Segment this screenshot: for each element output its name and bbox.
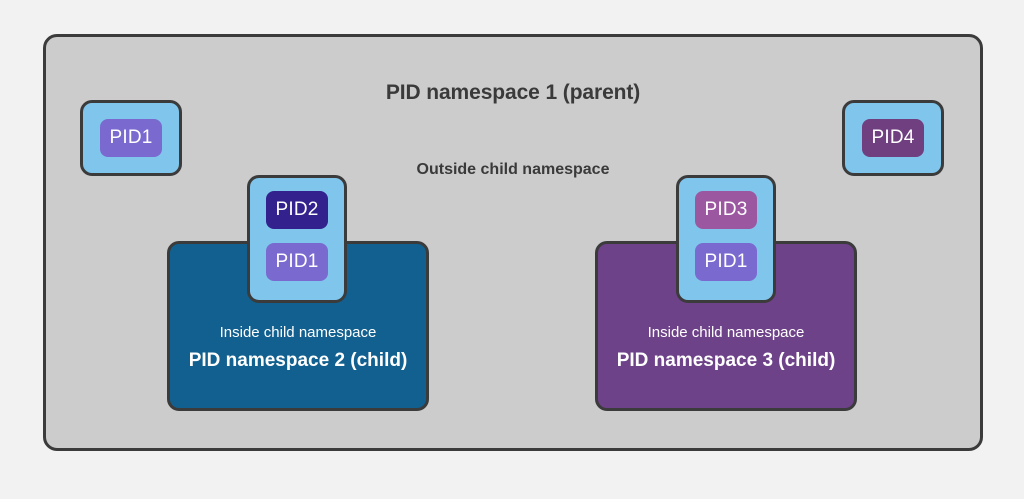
pid-chip-pid1-left[interactable]: PID1 (100, 119, 162, 157)
process-card-pid2-pid1[interactable]: PID2 PID1 (247, 175, 347, 303)
child-namespace-3-inside-label: Inside child namespace (647, 324, 805, 341)
process-card-pid4-right[interactable]: PID4 (842, 100, 944, 176)
process-card-pid1-left[interactable]: PID1 (80, 100, 182, 176)
pid-chip-pid4[interactable]: PID4 (862, 119, 924, 157)
child-namespace-2-title: PID namespace 2 (child) (188, 350, 408, 371)
pid-chip-pid1-in-ns3[interactable]: PID1 (695, 243, 757, 281)
parent-namespace-title: PID namespace 1 (parent) (385, 81, 641, 104)
process-card-pid3-pid1[interactable]: PID3 PID1 (676, 175, 776, 303)
pid-chip-pid2[interactable]: PID2 (266, 191, 328, 229)
child-namespace-2-inside-label: Inside child namespace (219, 324, 377, 341)
pid-chip-pid1-in-ns2[interactable]: PID1 (266, 243, 328, 281)
outside-child-namespace-label: Outside child namespace (416, 161, 610, 178)
child-namespace-3-title: PID namespace 3 (child) (616, 350, 836, 371)
pid-chip-pid3[interactable]: PID3 (695, 191, 757, 229)
